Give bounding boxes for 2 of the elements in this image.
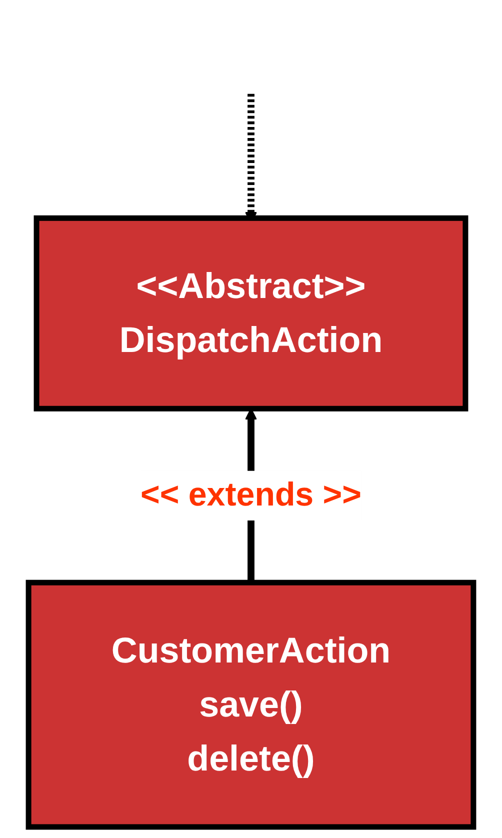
class-box: <<Abstract>> DispatchAction [34, 215, 468, 412]
class-box: CustomerAction save() delete() [26, 580, 476, 830]
